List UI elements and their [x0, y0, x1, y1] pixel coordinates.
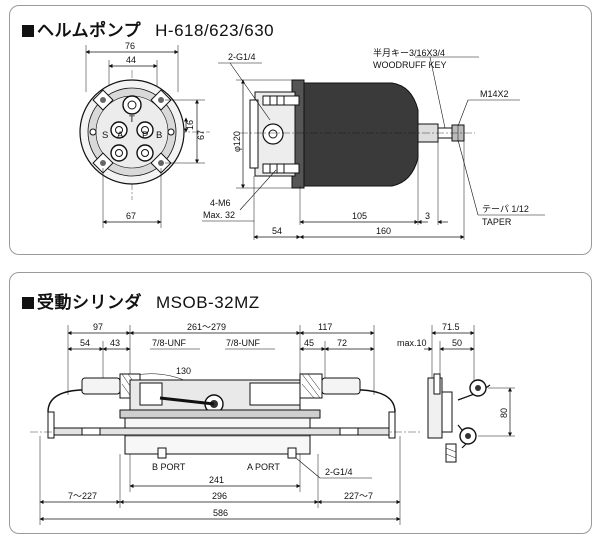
cylinder-name: 受動シリンダ: [37, 293, 142, 312]
dim-3: 3: [425, 211, 430, 221]
port-label-s: S: [102, 130, 108, 141]
port-fittings: [89, 95, 175, 162]
dim-160: 160: [376, 226, 391, 236]
bolt-label-line1: 4-M6: [210, 198, 231, 208]
dim-44: 44: [126, 55, 136, 65]
cylinder-panel: 受動シリンダ MSOB-32MZ: [9, 272, 592, 534]
bolt-label-line2: Max. 32: [203, 210, 235, 220]
dim-105: 105: [352, 211, 367, 221]
port-size-label: 2-G1/4: [228, 52, 256, 62]
title-square-icon: [22, 297, 34, 309]
cylinder-title: 受動シリンダ MSOB-32MZ: [22, 288, 260, 313]
dim-diameter: φ120: [232, 131, 242, 152]
port-label-a: A: [117, 130, 124, 141]
helm-pump-title: ヘルムポンプ H-618/623/630: [22, 16, 274, 41]
helm-side-view: φ120 2-G1/4 半月キー3/16X3/4 WOODRUFF KEY M1…: [202, 47, 545, 240]
taper-label-line2: TAPER: [482, 217, 512, 227]
port-label-p: P: [142, 130, 148, 141]
dim-67-horizontal: 67: [126, 211, 136, 221]
thread-label: M14X2: [480, 89, 509, 99]
cylinder-model: MSOB-32MZ: [156, 293, 260, 312]
helm-front-view: 76 44 T S A P B: [79, 41, 210, 228]
port-label-b: B: [156, 130, 162, 141]
title-square-icon: [22, 25, 34, 37]
dim-76: 76: [125, 41, 135, 51]
dim-54: 54: [272, 226, 282, 236]
port-label-t: T: [129, 114, 135, 125]
dim-16: 16: [185, 120, 195, 130]
dim-67-vertical: 67: [196, 130, 206, 140]
helm-pump-name: ヘルムポンプ: [37, 21, 142, 40]
mount-bolts: [92, 89, 172, 174]
taper-label-line1: テーパ 1/12: [482, 204, 529, 214]
key-label-line2: WOODRUFF KEY: [373, 60, 447, 70]
key-label-line1: 半月キー3/16X3/4: [373, 47, 445, 58]
helm-pump-drawing: 76 44 T S A P B: [79, 41, 545, 240]
helm-pump-model: H-618/623/630: [155, 21, 275, 40]
